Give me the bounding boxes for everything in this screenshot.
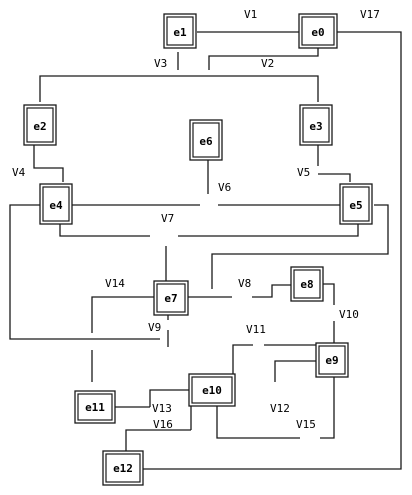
edge-label-v6: V6 — [218, 181, 231, 194]
edge-v4-line — [33, 145, 64, 182]
node-e5[interactable]: e5 — [339, 183, 373, 225]
edge-label-v9: V9 — [148, 321, 161, 334]
node-e5-label: e5 — [349, 199, 362, 212]
nodes: e1 e0 e2 e6 e3 e4 — [23, 13, 373, 486]
node-e12[interactable]: e12 — [102, 450, 144, 486]
edge-v12-line — [274, 360, 318, 382]
node-e11-label: e11 — [85, 401, 105, 414]
node-e9[interactable]: e9 — [315, 342, 349, 378]
edge-label-v5: V5 — [297, 166, 310, 179]
edge-v10-line — [320, 283, 335, 343]
edge-label-v11: V11 — [246, 323, 266, 336]
node-e2[interactable]: e2 — [23, 104, 57, 146]
edge-v15-line — [216, 374, 335, 439]
edge-label-v10: V10 — [339, 308, 359, 321]
edge-label-v12: V12 — [270, 402, 290, 415]
node-e4-label: e4 — [49, 199, 63, 212]
edge-v11-line — [232, 344, 318, 374]
edge-label-v14: V14 — [105, 277, 125, 290]
node-e6-label: e6 — [199, 135, 213, 148]
node-e0[interactable]: e0 — [298, 13, 338, 49]
edge-v16-line — [125, 404, 192, 451]
edge-label-v15: V15 — [296, 418, 316, 431]
node-e7-label: e7 — [164, 292, 177, 305]
node-e3-label: e3 — [309, 120, 322, 133]
node-e11[interactable]: e11 — [74, 390, 116, 424]
wires — [9, 31, 402, 470]
node-e0-label: e0 — [311, 26, 324, 39]
edge-v2-line — [208, 44, 319, 70]
edge-v17-line — [143, 31, 402, 470]
node-e3[interactable]: e3 — [299, 104, 333, 146]
node-e8-label: e8 — [300, 278, 313, 291]
node-e6[interactable]: e6 — [189, 119, 223, 161]
edge-v14-line — [91, 296, 156, 382]
node-e10[interactable]: e10 — [188, 373, 236, 407]
edge-label-v3: V3 — [154, 57, 167, 70]
node-e4[interactable]: e4 — [39, 183, 73, 225]
edge-label-v17: V17 — [360, 8, 380, 21]
edge-v5-line — [317, 145, 351, 182]
node-e2-label: e2 — [33, 120, 46, 133]
edge-label-v4: V4 — [12, 166, 26, 179]
edge-label-v2: V2 — [261, 57, 274, 70]
edge-label-v7: V7 — [161, 212, 174, 225]
node-e1[interactable]: e1 — [163, 13, 197, 49]
edge-v13-line — [115, 389, 190, 408]
edge-label-v16: V16 — [153, 418, 173, 431]
edge-labels: V1 V3 V2 V17 V4 V5 V6 V7 V14 V8 V10 V9 V… — [12, 8, 380, 431]
edge-label-v1: V1 — [244, 8, 257, 21]
node-e10-label: e10 — [202, 384, 222, 397]
node-e8[interactable]: e8 — [290, 266, 324, 302]
edge-v7-line — [59, 222, 359, 237]
edge-v2-bus — [39, 75, 319, 102]
edge-v8-line — [188, 284, 293, 298]
node-e7[interactable]: e7 — [153, 280, 189, 316]
node-e12-label: e12 — [113, 462, 133, 475]
edge-e5-e7-loop — [211, 204, 389, 289]
node-e1-label: e1 — [173, 26, 187, 39]
edge-e4-left-loop — [9, 204, 160, 340]
edge-label-v8: V8 — [238, 277, 251, 290]
node-e9-label: e9 — [325, 354, 338, 367]
edge-label-v13: V13 — [152, 402, 172, 415]
